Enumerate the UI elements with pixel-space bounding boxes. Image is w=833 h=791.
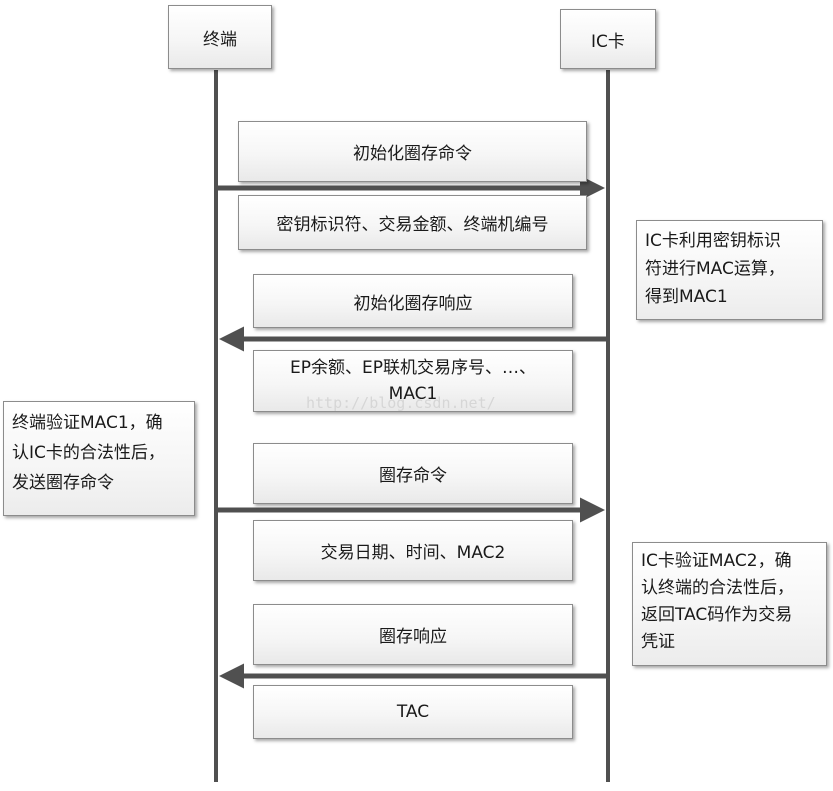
note-line: 终端验证MAC1，确 xyxy=(12,413,163,433)
message-label-line-2: MAC1 xyxy=(388,384,438,404)
watermark-url: http://blog.csdn.net/ xyxy=(306,394,496,412)
message-label: 交易日期、时间、MAC2 xyxy=(320,543,506,563)
message-date-time-mac2: 交易日期、时间、MAC2 xyxy=(253,520,573,581)
message-balance-seq-mac1: EP余额、EP联机交易序号、…、 MAC1 xyxy=(253,350,573,412)
note-line: IC卡利用密钥标识 xyxy=(645,231,781,251)
message-label: 圈存命令 xyxy=(379,466,447,486)
message-label-line-1: EP余额、EP联机交易序号、…、 xyxy=(290,358,536,378)
message-key-amount-terminal-id: 密钥标识符、交易金额、终端机编号 xyxy=(238,195,587,250)
note-line: 发送圈存命令 xyxy=(12,473,114,493)
note-line: 符进行MAC运算， xyxy=(645,259,785,279)
note-line: 返回TAC码作为交易 xyxy=(641,605,793,625)
message-label: 密钥标识符、交易金额、终端机编号 xyxy=(276,215,549,235)
actor-card: IC卡 xyxy=(560,9,656,69)
message-label: 初始化圈存响应 xyxy=(353,293,473,314)
message-init-load-command: 初始化圈存命令 xyxy=(238,121,587,182)
message-label: TAC xyxy=(396,702,430,722)
actor-card-label: IC卡 xyxy=(591,31,625,52)
note-line: 认终端的合法性后， xyxy=(641,578,794,598)
actor-terminal: 终端 xyxy=(168,5,272,69)
note-line: 认IC卡的合法性后， xyxy=(12,443,165,463)
note-line: 得到MAC1 xyxy=(645,287,728,307)
message-label: 圈存响应 xyxy=(379,627,447,647)
message-load-command: 圈存命令 xyxy=(253,443,573,504)
note-card-mac1: IC卡利用密钥标识 符进行MAC运算， 得到MAC1 xyxy=(636,220,823,320)
note-line: IC卡验证MAC2，确 xyxy=(641,551,792,571)
note-line: 凭证 xyxy=(641,632,675,652)
note-card-verify: IC卡验证MAC2，确 认终端的合法性后， 返回TAC码作为交易 凭证 xyxy=(632,542,827,666)
note-terminal-verify: 终端验证MAC1，确 认IC卡的合法性后， 发送圈存命令 xyxy=(3,401,195,516)
message-load-response: 圈存响应 xyxy=(253,604,573,665)
message-init-load-response: 初始化圈存响应 xyxy=(253,274,573,328)
actor-terminal-label: 终端 xyxy=(203,29,237,50)
message-label: 初始化圈存命令 xyxy=(353,144,472,164)
message-tac: TAC xyxy=(253,685,573,739)
